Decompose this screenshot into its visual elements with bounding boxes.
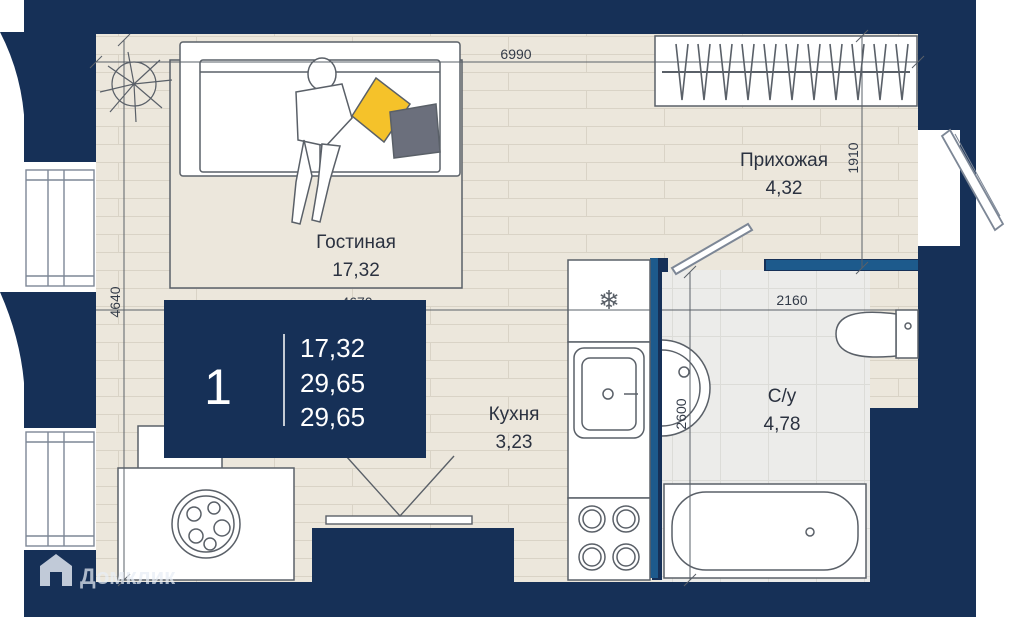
room-bathroom-name: С/у (768, 386, 797, 407)
dining-table (117, 425, 295, 581)
pillow-yellow (351, 76, 412, 144)
dim-left-height: 4640 (107, 286, 123, 317)
room-hallway-area: 4,32 (766, 178, 803, 199)
bathtub (663, 483, 867, 579)
plant (99, 51, 173, 123)
summary-rooms-count: 1 (204, 359, 232, 415)
toilet (835, 309, 919, 359)
house-icon (40, 554, 72, 586)
dim-hall-height: 1910 (845, 142, 861, 173)
room-living-name: Гостиная (316, 232, 396, 253)
window-upper (25, 169, 95, 287)
pillow-grey (389, 103, 441, 159)
kitchen-fridge: ❄ (567, 259, 651, 343)
room-kitchen-area: 3,23 (496, 432, 533, 453)
tv-stand (312, 455, 514, 582)
kitchen-sink (567, 341, 651, 499)
dim-bath-width: 2160 (776, 292, 807, 308)
summary-living-area: 17,32 (300, 333, 365, 363)
room-kitchen-name: Кухня (489, 404, 540, 425)
room-hallway-name: Прихожая (740, 150, 828, 171)
summary-area-3: 29,65 (300, 402, 365, 432)
person-figure (291, 57, 353, 225)
entrance-door (940, 128, 1005, 232)
summary-box: 1 17,32 29,65 29,65 (164, 300, 426, 458)
hanger-lines (675, 43, 909, 101)
watermark-text: Домклик (80, 564, 176, 589)
summary-total-area: 29,65 (300, 368, 365, 398)
room-living-area: 17,32 (332, 260, 380, 281)
room-bathroom-area: 4,78 (764, 414, 801, 435)
bathroom-door (670, 222, 754, 276)
svg-text:❄: ❄ (598, 285, 620, 315)
dim-bath-height: 2600 (673, 398, 689, 429)
dim-top-width: 6990 (500, 46, 531, 62)
kitchen-stove (567, 497, 651, 581)
wardrobe-hangers (675, 43, 909, 101)
window-lower (25, 431, 95, 547)
watermark: Домклик (40, 554, 176, 589)
